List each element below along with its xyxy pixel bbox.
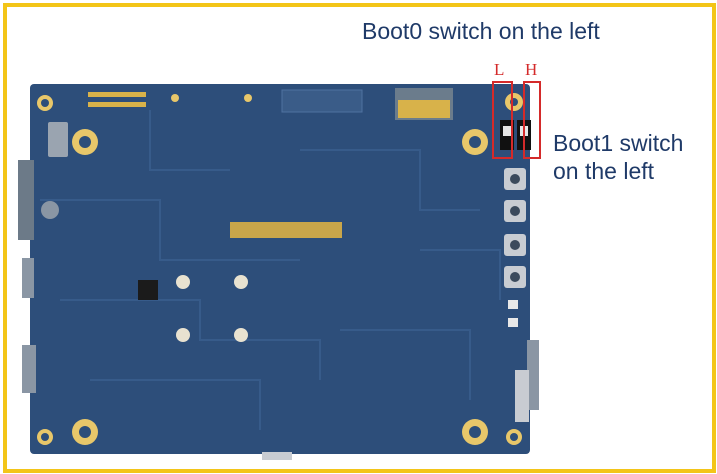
edge-connector xyxy=(527,340,539,410)
led xyxy=(508,318,518,327)
boot1-caption-line2: on the left xyxy=(553,158,655,184)
boot1-caption: Boot1 switch on the left xyxy=(553,129,713,185)
boot1-highlight-box xyxy=(523,81,541,159)
usb-connector xyxy=(18,160,34,240)
boot0-caption: Boot0 switch on the left xyxy=(362,18,600,44)
expansion-connector xyxy=(230,222,342,238)
display-connector xyxy=(48,122,68,157)
pin-header xyxy=(88,88,453,120)
central-holes xyxy=(176,275,248,342)
bottom-right-connector xyxy=(515,370,529,422)
led xyxy=(508,300,518,309)
low-position-label: L xyxy=(494,60,505,79)
product-sticker xyxy=(281,89,363,113)
boot0-highlight-box xyxy=(492,81,513,159)
high-position-label: H xyxy=(525,60,538,79)
pcb-board xyxy=(30,84,530,454)
boot1-caption-line1: Boot1 switch xyxy=(553,130,684,156)
mounting-holes xyxy=(37,93,523,445)
bottom-connector xyxy=(262,452,292,460)
mcu-chip xyxy=(138,280,158,300)
edge-connector xyxy=(22,345,36,393)
edge-connector xyxy=(22,258,34,298)
